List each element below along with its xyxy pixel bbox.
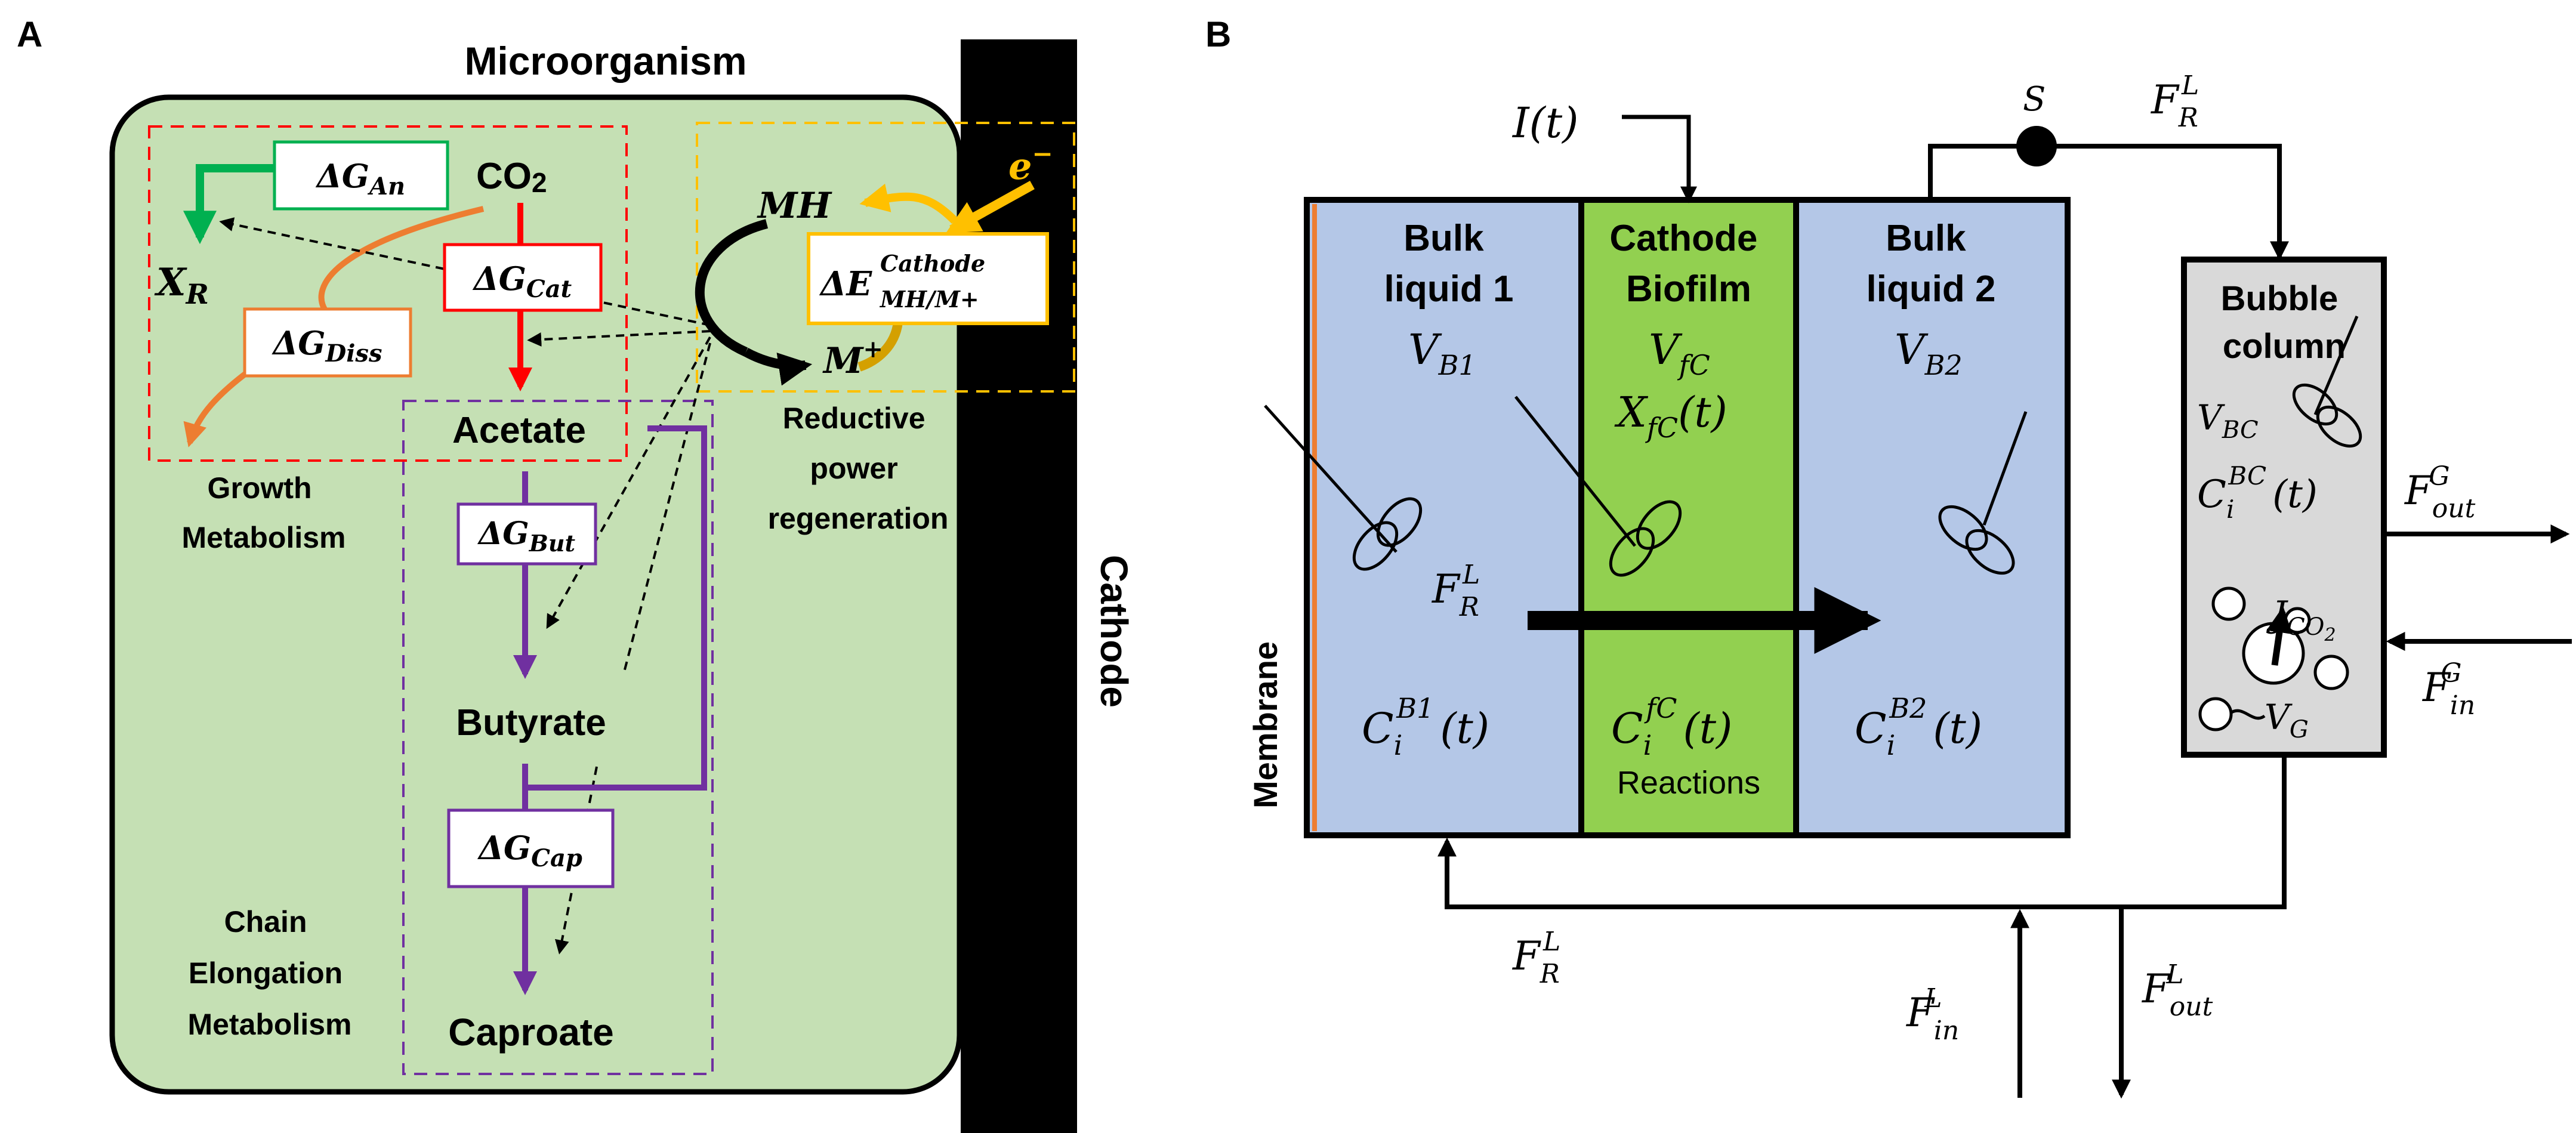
acetate-feedback-line	[525, 425, 707, 791]
dg-an-box	[273, 140, 449, 211]
caproate-label: Caproate	[448, 1011, 613, 1054]
m-plus-label: M+	[822, 335, 883, 382]
cathode-biofilm	[1581, 200, 1796, 835]
panel-a-label: A	[17, 14, 42, 54]
current-input-label: I(t)	[1511, 98, 1578, 147]
dissipation-curve-top	[318, 206, 485, 312]
switch-node	[2016, 126, 2057, 166]
bulk2-volume: VB2	[1895, 325, 1963, 381]
xr-label: XR	[154, 260, 209, 310]
butyrate-label: Butyrate	[456, 702, 606, 743]
dg-cat-text: ΔGCat	[472, 260, 572, 303]
bulk1-volume: VB1	[1408, 325, 1476, 381]
redox-return	[857, 321, 903, 372]
f-in-g-label: FinG	[2422, 658, 2475, 721]
switch-label: S	[2023, 80, 2046, 119]
jco2-arrow	[2266, 606, 2293, 666]
f-out-l-label: FoutL	[2142, 959, 2213, 1022]
bubble-conc: CiBC(t)	[2197, 461, 2318, 524]
bubble-volume: VBC	[2197, 397, 2259, 444]
co2-label: CO2	[476, 156, 547, 198]
stirrer-2	[1514, 396, 1682, 577]
dg-but-box	[456, 502, 597, 566]
electron-label: e−	[1008, 139, 1053, 188]
redox-cycle-left	[695, 219, 769, 357]
biofilm-volume: VfC	[1649, 325, 1710, 381]
bulk1-title: Bulk liquid 1	[1384, 218, 1514, 310]
vg-label: VG	[2265, 697, 2309, 743]
chain-elongation-caption: Chain Elongation Metabolism	[187, 905, 351, 1041]
chain-region	[402, 400, 714, 1075]
dg-but-text: ΔGBut	[477, 515, 576, 557]
de-cathode-prefix: ΔE	[819, 264, 872, 304]
cathode-label: Cathode	[1093, 555, 1136, 708]
membrane-label: Membrane	[1247, 641, 1284, 808]
bubble-title: Bubble column	[2221, 279, 2348, 366]
bottom-recycle-line	[1437, 755, 2287, 909]
f-out-g-label: FoutG	[2404, 461, 2476, 524]
de-cathode-box	[807, 232, 1049, 325]
biofilm-biomass: XfC(t)	[1614, 388, 1727, 444]
panel-b-label: B	[1205, 14, 1231, 54]
biofilm-conc: CifC(t)	[1611, 692, 1732, 761]
stirrer-4	[2292, 316, 2362, 448]
dashed-arrow-butyrate	[546, 336, 711, 629]
acetate-label: Acetate	[452, 410, 586, 451]
bulk-liquid-1	[1307, 200, 1581, 835]
panel-b: B Membrane I(t) S FRL FRL FinL FoutL Fou…	[1205, 14, 2572, 1099]
vg-tail	[2229, 709, 2266, 720]
dg-cap-box	[447, 808, 615, 888]
microorganism-title: Microorganism	[464, 39, 746, 83]
mh-label: MH	[757, 185, 832, 227]
f-in-l-label: FinL	[1906, 983, 1959, 1046]
electron-arrow	[946, 181, 1035, 234]
dashed-arrow-cat	[527, 330, 711, 347]
redox-cycle-arrow	[744, 347, 813, 386]
panel-a: A Cathode Microorganism	[17, 14, 1136, 1133]
dg-cat-box	[443, 243, 603, 312]
reductive-power-caption: Reductive power regeneration	[768, 402, 949, 535]
biofilm-title: Cathode Biofilm	[1609, 218, 1767, 310]
dg-an-text: ΔGAn	[315, 157, 405, 200]
reactions-label: Reactions	[1617, 765, 1760, 801]
fr-mid-label: FRL	[1432, 560, 1480, 622]
de-cathode-sup: Cathode	[880, 250, 985, 277]
bulk2-conc: CiB2(t)	[1855, 692, 1982, 761]
dashed-arrow-caproate	[554, 766, 598, 955]
fr-top-label: FRL	[2151, 70, 2199, 133]
de-cathode-sub: MH/M+	[879, 286, 979, 313]
dg-diss-box	[243, 307, 412, 378]
stirrer-3	[1938, 411, 2028, 575]
stirrer-1	[1264, 405, 1423, 571]
growth-metabolism-caption: Growth Metabolism	[181, 471, 345, 554]
bulk-liquid-2	[1796, 200, 2068, 835]
top-recycle-line	[1928, 144, 2289, 261]
current-input-arrow	[1622, 115, 1697, 203]
dg-cap-text: ΔGCap	[477, 829, 582, 872]
dg-diss-text: ΔGDiss	[272, 324, 382, 368]
bulk1-conc: CiB1(t)	[1362, 692, 1489, 761]
cathode-bar	[961, 39, 1077, 1133]
fr-bottom-label: FRL	[1512, 927, 1560, 989]
growth-region	[148, 125, 628, 462]
electron-to-mh-arrow	[859, 183, 958, 224]
bulk2-title: Bulk liquid 2	[1867, 218, 1996, 310]
